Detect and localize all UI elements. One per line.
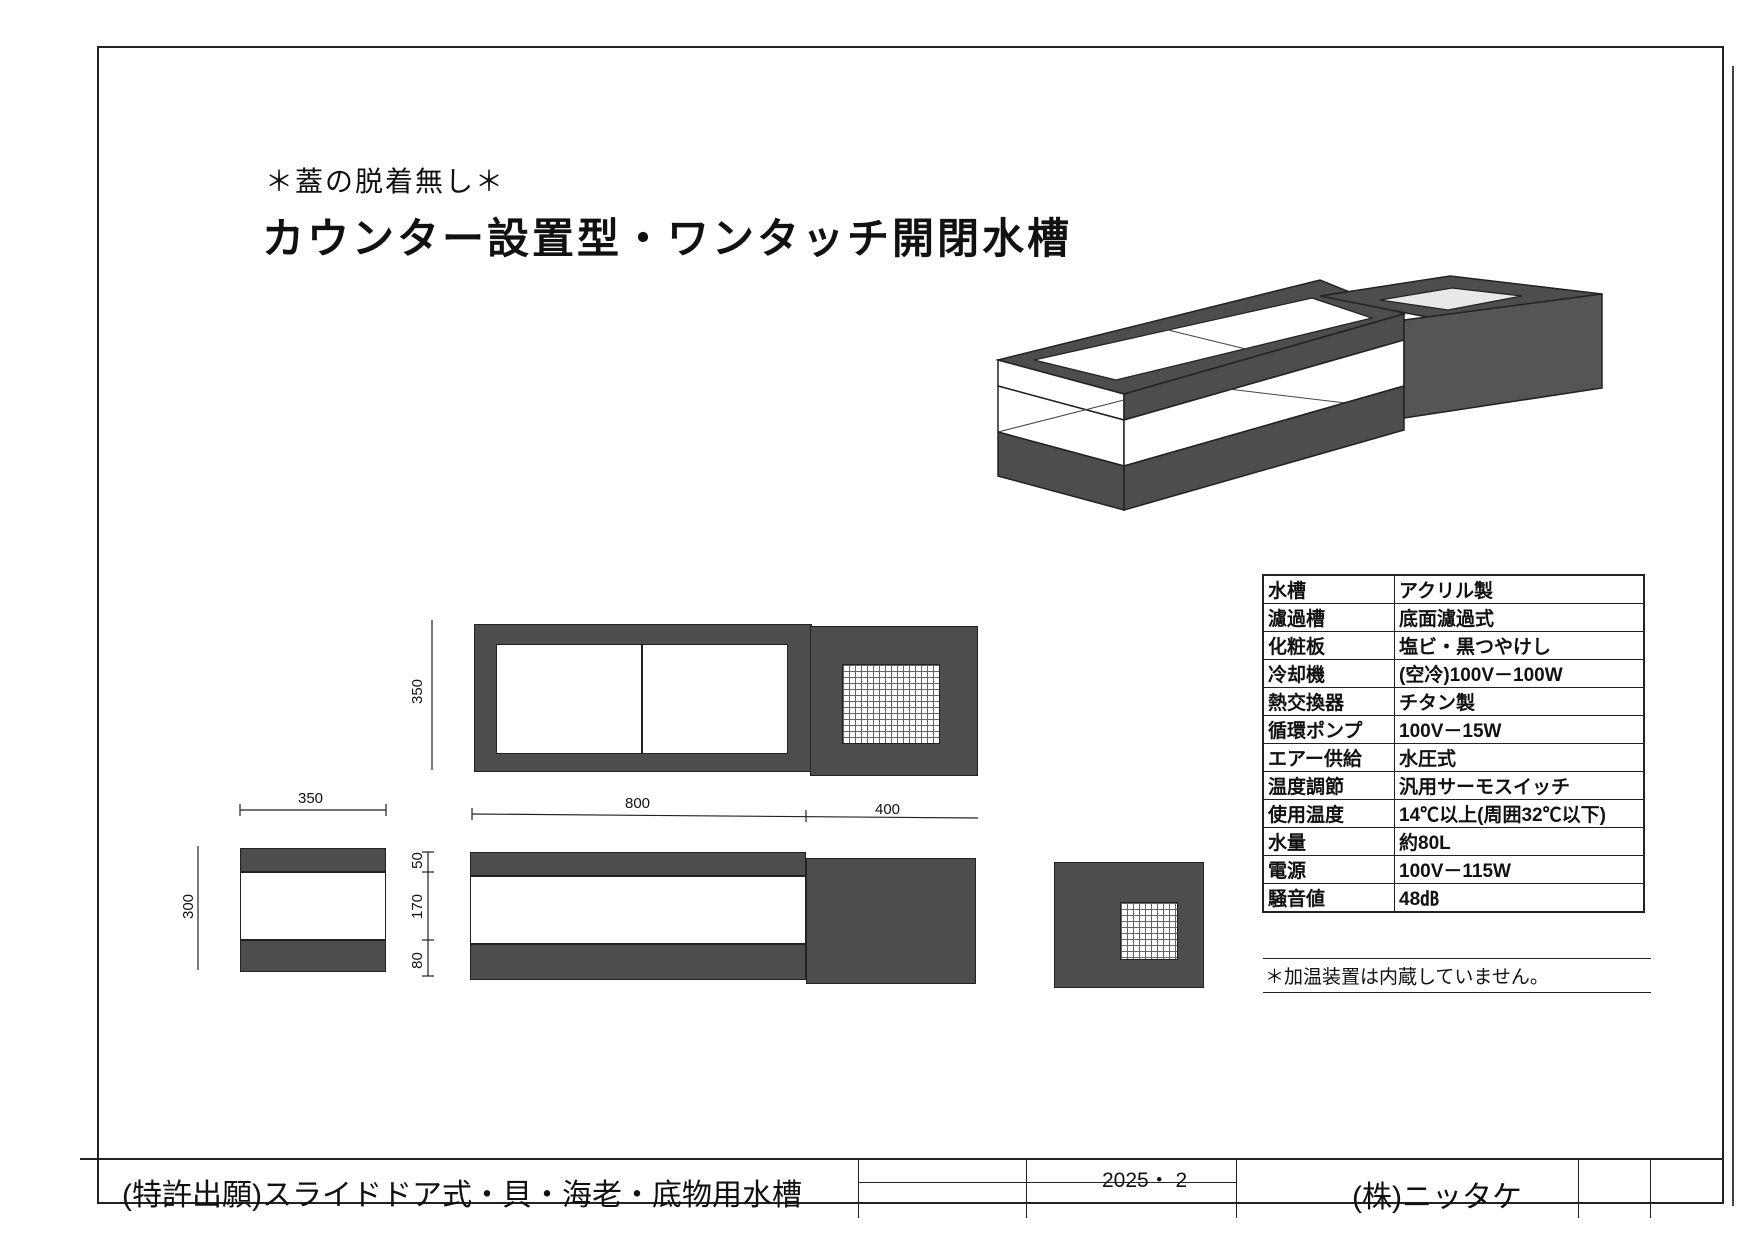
spec-value: (空冷)100V－100W: [1394, 659, 1645, 688]
spec-row: 水量約80L: [1262, 827, 1645, 856]
dim-front-filter: 400: [875, 801, 901, 818]
spec-value: チタン製: [1394, 687, 1645, 716]
dim-front-top: 50: [408, 852, 426, 869]
spec-value: 約80L: [1394, 827, 1645, 856]
spec-label: 電源: [1262, 855, 1395, 884]
title-block-cell: [1026, 1160, 1236, 1218]
front-glass: [470, 876, 806, 944]
spec-label: 循環ポンプ: [1262, 715, 1395, 744]
filter-front: [1403, 293, 1603, 419]
spec-row: 熱交換器チタン製: [1262, 687, 1645, 716]
spec-note: ＊加温装置は内蔵していません。: [1263, 958, 1651, 993]
title-block-date: 2025・ 2: [1102, 1169, 1188, 1192]
spec-row: 冷却機(空冷)100V－100W: [1262, 659, 1645, 688]
spec-row: 温度調節汎用サーモスイッチ: [1262, 771, 1645, 800]
title-block: (特許出願)スライドドア式・貝・海老・底物用水槽 2025・ 2 (株)ニッタケ: [80, 1158, 1723, 1218]
end-filter-grid: [1120, 902, 1178, 960]
front-top-band: [470, 852, 806, 876]
front-filter-box: [806, 858, 976, 984]
spec-label: 騒音値: [1262, 883, 1395, 913]
side-glass: [240, 872, 386, 940]
title-block-divider: [858, 1182, 1236, 1183]
spec-label: 濾過槽: [1262, 603, 1395, 632]
frame-edge-line: [1732, 66, 1734, 1206]
spec-label: 水槽: [1262, 574, 1395, 604]
spec-value: 水圧式: [1394, 743, 1645, 772]
title-block-project: (特許出願)スライドドア式・貝・海老・底物用水槽: [122, 1179, 802, 1212]
title-block-cell: [858, 1160, 1026, 1218]
tank-side-bottom: [1123, 385, 1405, 511]
spec-value: 塩ビ・黒つやけし: [1394, 631, 1645, 660]
drawing-title: カウンター設置型・ワンタッチ開閉水槽: [262, 214, 1073, 263]
drawing-frame: [97, 46, 1724, 1204]
spec-row: 濾過槽底面濾過式: [1262, 603, 1645, 632]
spec-label: エアー供給: [1262, 743, 1395, 772]
spec-row: 化粧板塩ビ・黒つやけし: [1262, 631, 1645, 660]
spec-value: 48㏈: [1394, 883, 1645, 913]
dim-front-bottom: 80: [408, 952, 426, 969]
title-block-cell: [1236, 1160, 1534, 1218]
spec-label: 使用温度: [1262, 799, 1395, 828]
side-top-band: [240, 848, 386, 872]
spec-value: 底面濾過式: [1394, 603, 1645, 632]
drawing-subtitle: ＊蓋の脱着無し＊: [265, 165, 506, 198]
dim-side-width: 350: [298, 790, 324, 807]
filter-grid: [1379, 287, 1523, 311]
spec-label: 冷却機: [1262, 659, 1395, 688]
perspective-view: [995, 275, 1603, 511]
title-block-cell: [1650, 1160, 1723, 1218]
dim-front-mid: 170: [409, 893, 427, 920]
spec-value: 14℃以上(周囲32℃以下): [1394, 799, 1645, 828]
spec-label: 化粧板: [1262, 631, 1395, 660]
spec-value: 100V－15W: [1394, 715, 1645, 744]
plan-glass-right: [642, 644, 788, 754]
spec-row: 水槽アクリル製: [1262, 574, 1645, 604]
spec-row: エアー供給水圧式: [1262, 743, 1645, 772]
dim-front-length: 800: [625, 795, 651, 812]
spec-table: 水槽アクリル製 濾過槽底面濾過式 化粧板塩ビ・黒つやけし 冷却機(空冷)100V…: [1262, 574, 1645, 913]
front-bottom-band: [470, 944, 806, 980]
title-block-cell: [1578, 1160, 1650, 1218]
spec-value: 汎用サーモスイッチ: [1394, 771, 1645, 800]
spec-label: 水量: [1262, 827, 1395, 856]
side-bottom-band: [240, 940, 386, 972]
spec-label: 温度調節: [1262, 771, 1395, 800]
plan-filter-grid: [842, 664, 940, 744]
plan-glass-left: [496, 644, 642, 754]
spec-value: 100V－115W: [1394, 855, 1645, 884]
spec-label: 熱交換器: [1262, 687, 1395, 716]
dim-side-height: 300: [180, 893, 198, 920]
spec-value: アクリル製: [1394, 574, 1645, 604]
title-block-company: (株)ニッタケ: [1352, 1181, 1522, 1214]
